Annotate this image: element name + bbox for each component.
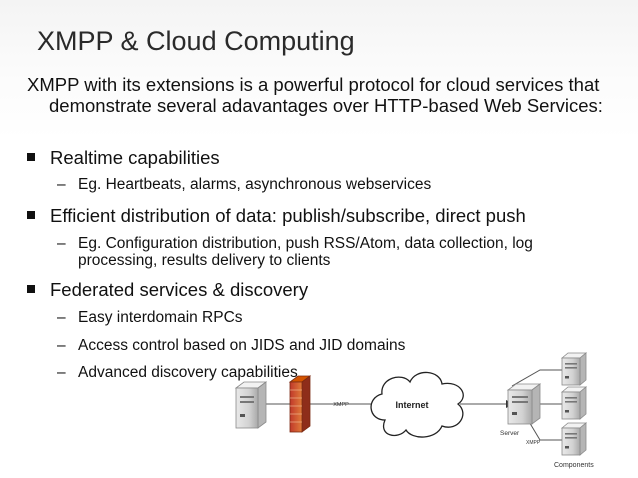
server-icon [506, 383, 542, 425]
sub-bullet-text: Eg. Configuration distribution, push RSS… [78, 235, 533, 269]
sub-bullet-text: Advanced discovery capabilities [78, 364, 298, 381]
intro-paragraph: XMPP with its extensions is a powerful p… [27, 74, 603, 116]
server-to-component-3-line [527, 419, 562, 441]
cloud-icon [370, 371, 464, 438]
dash-marker: – [57, 364, 66, 381]
bullet-square-icon [27, 211, 35, 219]
bullet-text: Efficient distribution of data: publish/… [50, 205, 526, 226]
client-server-icon [234, 381, 268, 429]
xmpp-label-right: XMPP [526, 440, 541, 446]
sub-bullet-text: Access control based on JIDS and JID dom… [78, 337, 406, 354]
xmpp-label-left: XMPP [333, 402, 349, 408]
bullet-square-icon [27, 285, 35, 293]
dash-marker: – [57, 235, 66, 252]
firewall-icon [288, 375, 312, 433]
component-server-icon [560, 386, 588, 420]
component-server-icon [560, 422, 588, 456]
dash-marker: – [57, 309, 66, 326]
internet-label: Internet [395, 400, 428, 410]
server-to-component-1-line [511, 369, 562, 387]
sub-bullet-text: Easy interdomain RPCs [78, 309, 243, 326]
component-server-icon [560, 352, 588, 386]
dash-marker: – [57, 176, 66, 193]
bullet-square-icon [27, 153, 35, 161]
dash-marker: – [57, 337, 66, 354]
sub-bullet-text: Eg. Heartbeats, alarms, asynchronous web… [78, 176, 432, 193]
connection-lines [266, 369, 562, 441]
components-label: Components [554, 462, 594, 469]
bullet-text: Realtime capabilities [50, 147, 220, 168]
slide-title: XMPP & Cloud Computing [37, 26, 355, 56]
server-label: Server [500, 430, 520, 437]
bullet-text: Federated services & discovery [50, 279, 309, 300]
